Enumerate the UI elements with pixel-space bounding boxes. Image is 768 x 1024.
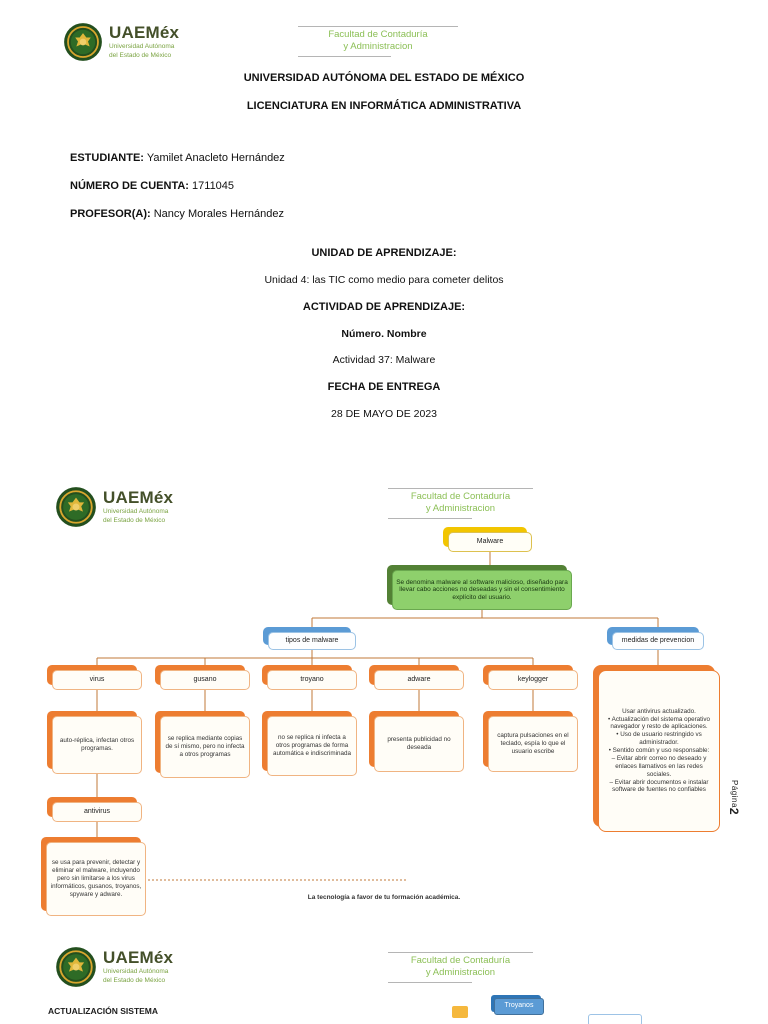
map-desc-keylogger: captura pulsaciones en el teclado, espía… (483, 711, 578, 772)
divider-line (388, 488, 533, 489)
faculty-name: Facultad de Contaduría y Administracion (410, 955, 511, 979)
map-node-label: auto-réplica, infectan otros programas. (52, 716, 142, 774)
map-node-troyanos: Troyanos (491, 995, 544, 1015)
logo-subtitle: Universidad Autónoma del Estado de Méxic… (109, 43, 175, 59)
map-node-label: antivirus (52, 802, 142, 822)
divider-line (388, 981, 473, 983)
map-node-tipos-de-malware: tipos de malware (263, 627, 356, 650)
map-node-label: Se denomina malware al software malicios… (392, 570, 572, 610)
logo-subtitle: Universidad Autónoma del Estado de Méxic… (103, 508, 169, 524)
map-node-label: keylogger (488, 670, 578, 690)
map-node-antivirus: antivirus (47, 797, 142, 822)
faculty-header: Facultad de Contaduría y Administracion (388, 952, 533, 983)
map-node-malware: Malware (443, 527, 532, 552)
map-desc-troyano: no se replica ni infecta a otros program… (262, 711, 357, 776)
map-node-label: se usa para prevenir, detectar y elimina… (46, 842, 146, 916)
map-desc-gusano: se replica mediante copias de sí mismo, … (155, 711, 250, 778)
page-number: Página2 (727, 780, 741, 816)
uaemex-logo: UAEMéx Universidad Autónoma del Estado d… (63, 22, 179, 62)
unit-value: Unidad 4: las TIC como medio para comete… (264, 274, 504, 286)
uaemex-emblem-icon (56, 947, 96, 987)
professor-line: PROFESOR(A): Nancy Morales Hernández (70, 208, 284, 220)
logo-text: UAEMéx Universidad Autónoma del Estado d… (109, 24, 179, 60)
logo-text: UAEMéx Universidad Autónoma del Estado d… (103, 489, 173, 525)
map-node-label: captura pulsaciones en el teclado, espía… (488, 716, 578, 772)
logo-wordmark: UAEMéx (103, 948, 174, 968)
map-node-label: Malware (448, 532, 532, 552)
map-node-adware: adware (369, 665, 464, 690)
map-node-medidas-de-prevencion: medidas de prevencion (607, 627, 704, 650)
partial-node-fragment (588, 1014, 642, 1024)
page-3-partial: UAEMéx Universidad Autónoma del Estado d… (0, 940, 768, 1024)
map-node-label: presenta publicidad no deseada (374, 716, 464, 772)
map-node-label: Troyanos (494, 998, 544, 1015)
map-node-label: se replica mediante copias de sí mismo, … (160, 716, 250, 778)
divider-line (298, 55, 391, 57)
map-desc-virus: auto-réplica, infectan otros programas. (47, 711, 142, 774)
university-title: UNIVERSIDAD AUTÓNOMA DEL ESTADO DE MÉXIC… (243, 72, 525, 84)
faculty-name: Facultad de Contaduría y Administracion (410, 491, 511, 515)
map-node-label: troyano (267, 670, 357, 690)
faculty-header: Facultad de Contaduría y Administracion (298, 26, 458, 57)
map-node-prevention-list: Usar antivirus actualizado. • Actualizac… (593, 665, 720, 832)
map-node-label: adware (374, 670, 464, 690)
unit-heading: UNIDAD DE APRENDIZAJE: (311, 247, 457, 259)
activity-subheading: Número. Nombre (341, 328, 427, 340)
map-desc-adware: presenta publicidad no deseada (369, 711, 464, 772)
map-node-troyano: troyano (262, 665, 357, 690)
map-node-definition: Se denomina malware al software malicios… (387, 565, 572, 610)
divider-line (388, 952, 533, 953)
faculty-header: Facultad de Contaduría y Administracion (388, 488, 533, 519)
page-2: UAEMéx Universidad Autónoma del Estado d… (0, 470, 768, 940)
logo-subtitle: Universidad Autónoma del Estado de Méxic… (103, 968, 169, 984)
activity-value: Actividad 37: Malware (332, 354, 436, 366)
uaemex-logo: UAEMéx Universidad Autónoma del Estado d… (55, 946, 173, 988)
date-heading: FECHA DE ENTREGA (327, 381, 441, 393)
map-node-gusano: gusano (155, 665, 250, 690)
section-heading: ACTUALIZACIÓN SISTEMA (48, 1006, 159, 1016)
map-node-label: medidas de prevencion (612, 632, 704, 650)
map-node-label: no se replica ni infecta a otros program… (267, 716, 357, 776)
page-1: UAEMéx Universidad Autónoma del Estado d… (0, 0, 768, 470)
map-node-label: virus (52, 670, 142, 690)
uaemex-logo: UAEMéx Universidad Autónoma del Estado d… (55, 486, 173, 528)
map-node-keylogger: keylogger (483, 665, 578, 690)
footer-motto: La tecnología a favor de tu formación ac… (307, 894, 461, 901)
degree-title: LICENCIATURA EN INFORMÁTICA ADMINISTRATI… (246, 100, 522, 112)
student-line: ESTUDIANTE: Yamilet Anacleto Hernández (70, 152, 285, 164)
activity-heading: ACTIVIDAD DE APRENDIZAJE: (302, 301, 466, 313)
partial-node-fragment (452, 1006, 468, 1018)
divider-line (388, 517, 473, 519)
map-desc-antivirus: se usa para prevenir, detectar y elimina… (41, 837, 146, 916)
account-line: NÚMERO DE CUENTA: 1711045 (70, 180, 235, 192)
logo-wordmark: UAEMéx (109, 23, 180, 43)
map-node-label: tipos de malware (268, 632, 356, 650)
uaemex-emblem-icon (64, 23, 102, 61)
uaemex-emblem-icon (56, 487, 96, 527)
map-node-virus: virus (47, 665, 142, 690)
logo-wordmark: UAEMéx (103, 488, 174, 508)
map-node-label: Usar antivirus actualizado. • Actualizac… (598, 670, 720, 832)
map-node-label: gusano (160, 670, 250, 690)
divider-line (298, 26, 458, 27)
date-value: 28 DE MAYO DE 2023 (330, 408, 438, 420)
faculty-name: Facultad de Contaduría y Administracion (328, 29, 428, 53)
logo-text: UAEMéx Universidad Autónoma del Estado d… (103, 949, 173, 985)
